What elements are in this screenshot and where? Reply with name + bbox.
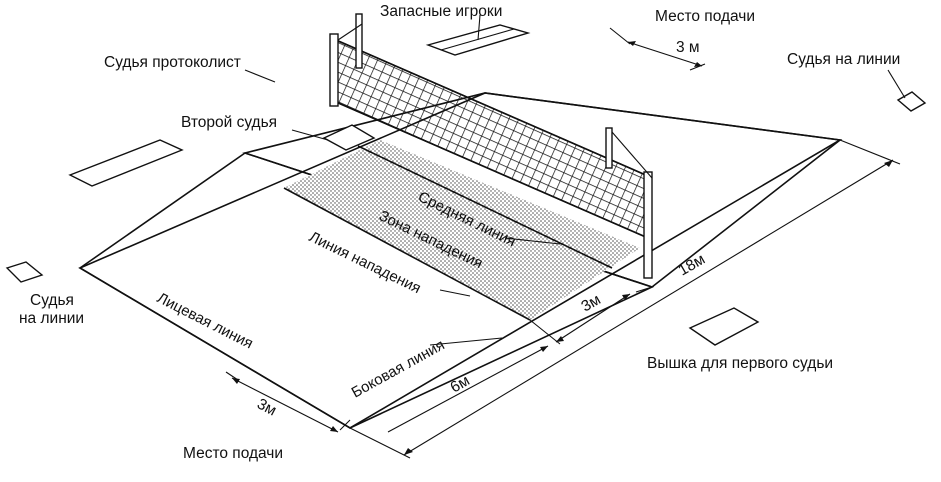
serve-area-top-label: Место подачи xyxy=(655,8,755,25)
serve-width-bottom-label: 3м xyxy=(254,396,279,420)
serve-area-bottom-label: Место подачи xyxy=(183,445,283,462)
second-referee-box xyxy=(322,124,376,151)
net-post-left-far xyxy=(355,13,363,69)
side-line-label: Боковая линия xyxy=(349,336,448,401)
first-referee-stand-box xyxy=(688,307,760,346)
line-judge-right-label: Судья на линии xyxy=(787,51,900,68)
net-post-left xyxy=(329,33,339,107)
line-judge-left-box xyxy=(5,261,44,283)
second-referee-label: Второй судья xyxy=(181,114,277,131)
line-judge-right-box xyxy=(896,91,927,112)
net-post-right xyxy=(643,171,653,279)
scorer-label: Судья протоколист xyxy=(104,54,241,71)
net-post-right-far xyxy=(605,127,613,169)
scorer-table xyxy=(68,139,184,187)
first-referee-stand-label: Вышка для первого судьи xyxy=(647,355,833,372)
dim-6m-label: 6м xyxy=(448,372,473,396)
substitutes-label: Запасные игроки xyxy=(380,3,502,20)
attack-zone-area xyxy=(284,140,640,320)
center-line-mark xyxy=(357,145,613,269)
line-judge-left-label-2: на линии xyxy=(19,310,84,327)
attack-line-mark xyxy=(283,187,531,321)
serve-width-top-label: 3 м xyxy=(676,39,700,56)
length-18-label: 18м xyxy=(676,251,709,280)
line-judge-left-label-1: Судья xyxy=(30,292,74,309)
